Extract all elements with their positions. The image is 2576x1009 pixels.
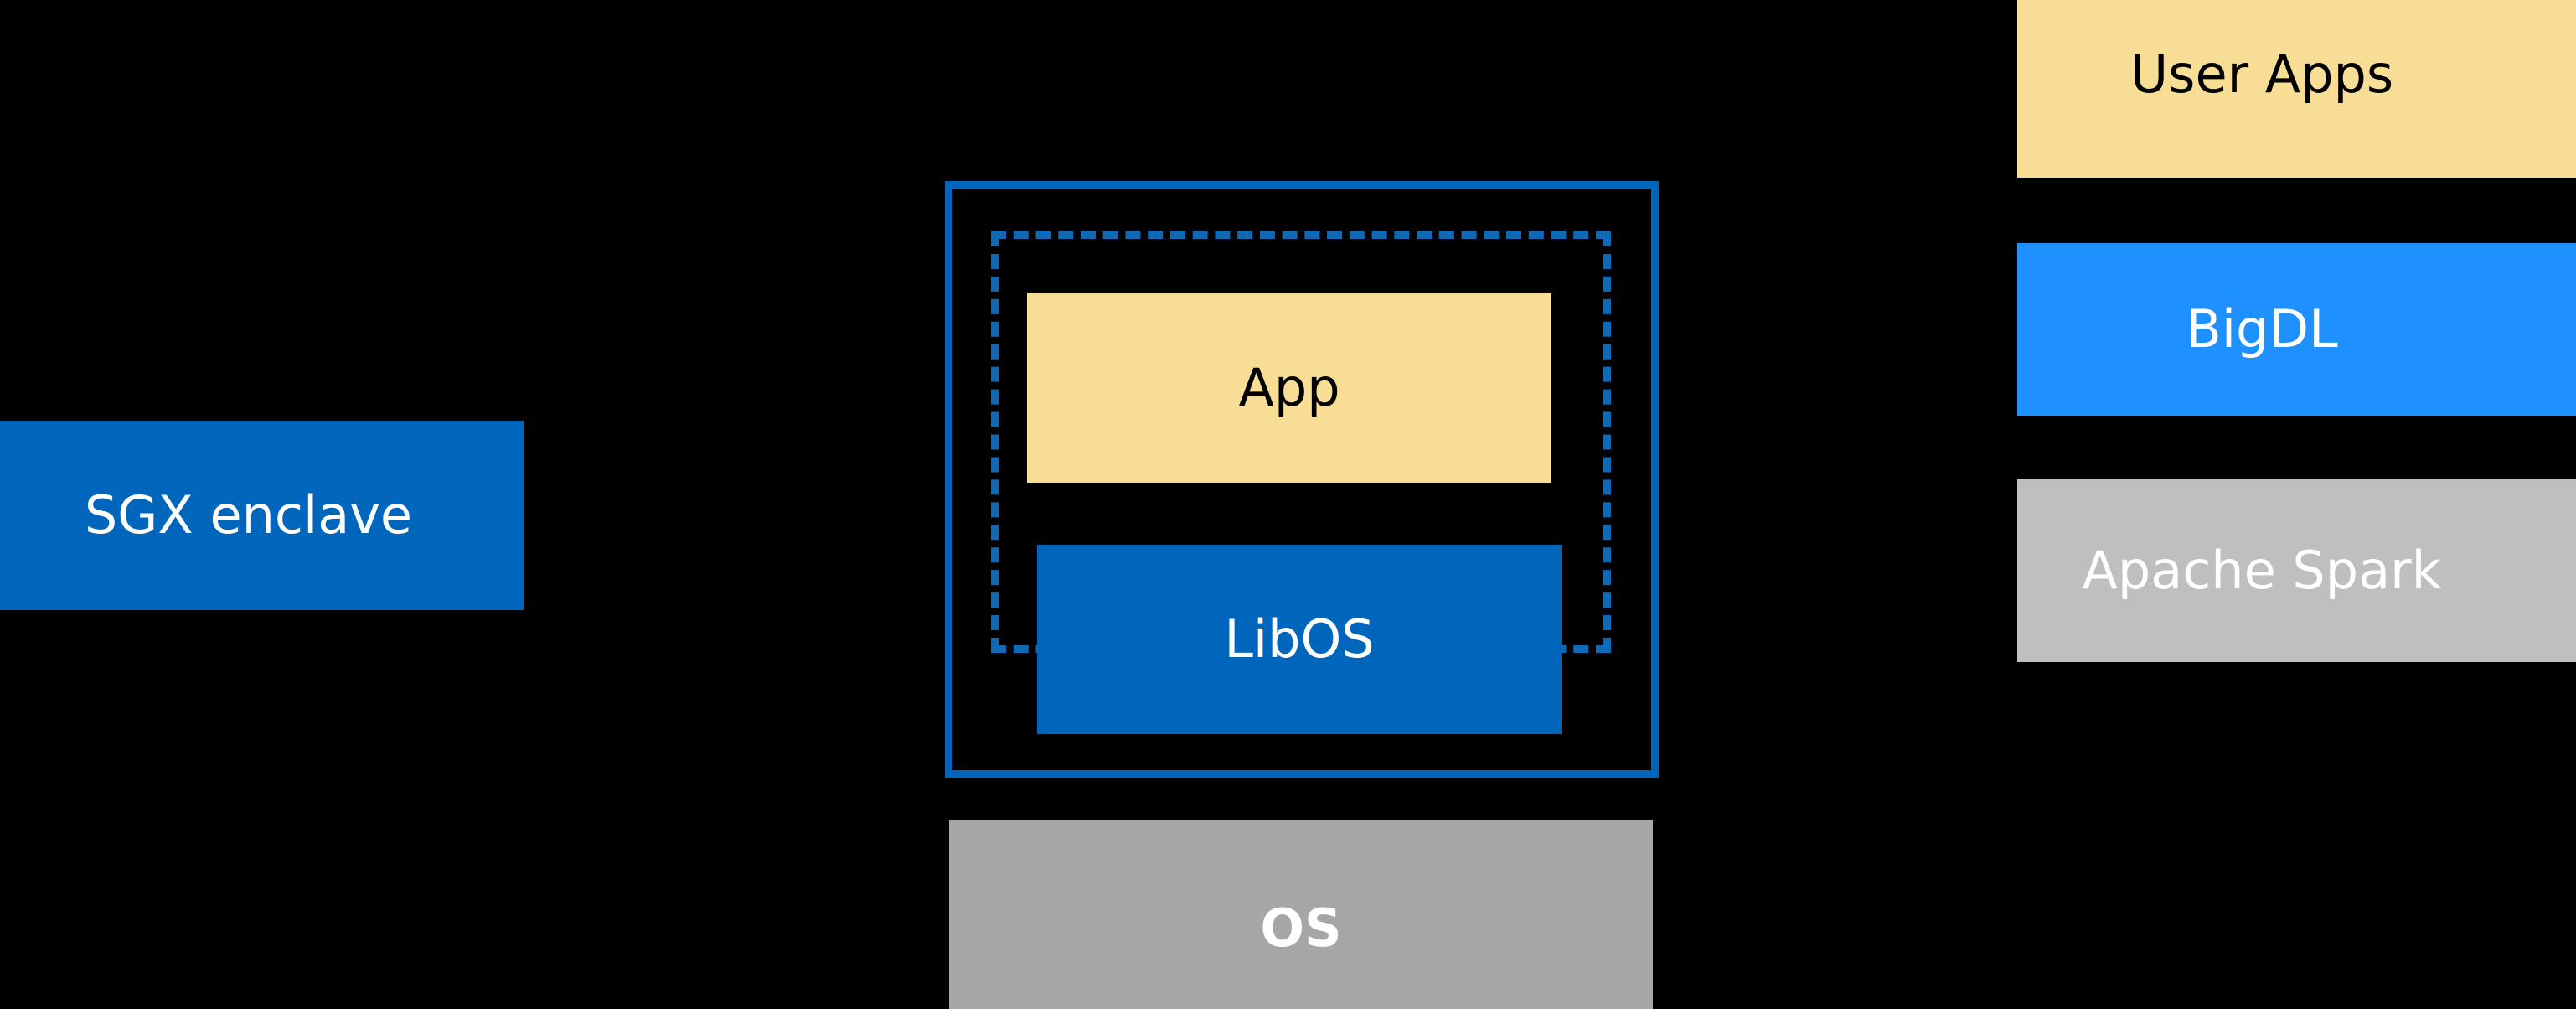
os-label: OS (1260, 897, 1342, 959)
os-box[interactable]: OS (949, 820, 1653, 1009)
libos-box[interactable]: LibOS (1037, 545, 1562, 734)
apache-spark-label: Apache Spark (2082, 539, 2442, 601)
sgx-enclave-label: SGX enclave (84, 484, 413, 546)
apache-spark-box[interactable]: Apache Spark (2017, 479, 2576, 662)
app-label: App (1238, 356, 1340, 418)
enclave-boundary-frame (945, 181, 1659, 778)
bigdl-box[interactable]: BigDL (2017, 243, 2576, 416)
app-box[interactable]: App (1027, 293, 1551, 483)
sgx-enclave-box[interactable]: SGX enclave (0, 421, 524, 610)
user-apps-box[interactable]: User Apps (2017, 0, 2576, 178)
libos-label: LibOS (1224, 608, 1375, 670)
bigdl-label: BigDL (2186, 298, 2338, 360)
user-apps-label: User Apps (2129, 43, 2394, 105)
